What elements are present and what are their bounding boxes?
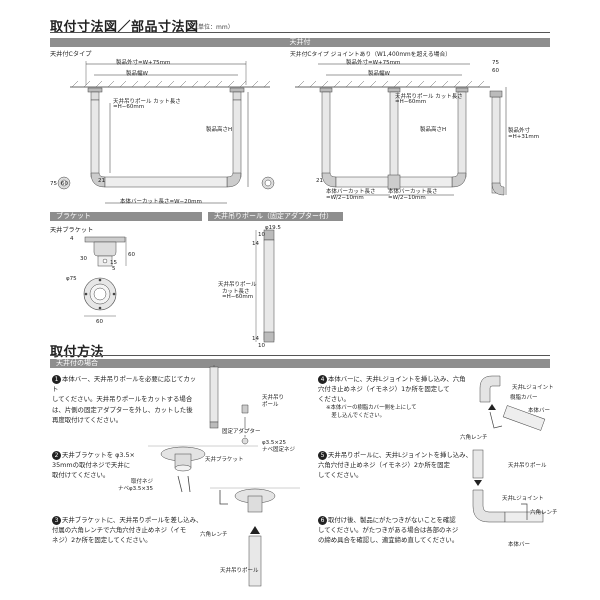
label-joint: 天井Lジョイント: [512, 385, 554, 391]
divider-2: [50, 355, 550, 356]
type-c-height: 製品高さH: [206, 127, 233, 133]
step-4-note: ※本体バーの樹脂カバー側を上にして 差し込んでください。: [326, 405, 417, 419]
type-c-60: 60: [61, 181, 68, 187]
step-2-text: 天井ブラケットを φ3.5× 35mmの取付ネジで天井に 取付けてください。: [52, 451, 135, 480]
pole-label-2: カット長さ: [222, 289, 250, 295]
unit-note: （単位：mm）: [192, 24, 234, 31]
pole-phi: φ19.5: [265, 225, 281, 231]
step-5-num: 5: [318, 450, 327, 460]
step-1-illustration: [209, 365, 249, 445]
step-3-text: 天井ブラケットに、天井吊りポールを差し込み、 付属の六角レンチで六角穴付き止めネ…: [52, 516, 203, 545]
label-bracket: 天井ブラケット: [205, 457, 244, 463]
type-c-75: 75: [50, 181, 57, 187]
pole-label-3: =H−60mm: [222, 294, 254, 300]
type-joint-rod-cut: 天井吊りポール カット長さ: [395, 94, 463, 100]
step-2-num: 2: [52, 450, 61, 460]
type-joint-height: 製品高さH: [420, 127, 447, 133]
label-screw: φ3.5×25 ナベ固定ネジ: [262, 440, 296, 453]
bracket-15: 15: [110, 260, 117, 266]
type-c-drawing: [57, 61, 275, 204]
pole-14b: 14: [252, 336, 259, 342]
section-title-install: 取付方法: [50, 345, 105, 360]
pole-10a: 10: [258, 232, 265, 238]
step-4-illustration: [479, 375, 546, 431]
bracket-band: ブラケット: [50, 212, 202, 221]
bracket-4: 4: [70, 236, 74, 242]
type-joint-outer-h: 製品外寸 =H+31mm: [508, 128, 540, 140]
label-screw2: 取付ネジ ナベφ3.5×35: [118, 479, 153, 492]
type-c-outer: 製品外寸=W+75mm: [116, 60, 171, 66]
type-c-rod-cut: 天井吊りポール カット長さ: [113, 99, 181, 105]
type-joint-outer: 製品外寸=W+75mm: [346, 60, 401, 66]
label-wrench: 六角レンチ: [200, 532, 228, 538]
step-3-illustration: [210, 487, 300, 587]
step-4-num: 4: [318, 374, 327, 384]
label-wrench3: 六角レンチ: [530, 510, 558, 516]
pole-10b: 10: [258, 343, 265, 349]
step-6-num: 6: [318, 515, 327, 525]
type-c-21: 21: [98, 178, 105, 184]
type-c-title: 天井付Cタイプ: [50, 51, 92, 58]
divider: [50, 32, 550, 33]
section-title-dimensions: 取付寸法図／部品寸法図: [50, 20, 199, 35]
bracket-5: 5: [112, 266, 116, 272]
bracket-30: 30: [80, 256, 87, 262]
pole-14a: 14: [252, 241, 259, 247]
install-band: 天井付の場合: [50, 359, 550, 368]
bracket-drawing: [83, 236, 127, 317]
bracket-60b: 60: [96, 319, 103, 325]
label-bar2: 本体バー: [508, 542, 531, 548]
step-6-text: 取付け後、製品にがたつきがないことを確認 してください。がたつきがある場合は各部…: [318, 516, 459, 545]
step-2-illustration: [148, 445, 258, 493]
type-joint-rod-cut-eq: =H−60mm: [395, 99, 427, 105]
label-joint2: 天井Lジョイント: [502, 496, 544, 502]
step-1-num: 1: [52, 374, 61, 384]
type-joint-60: 60: [492, 68, 499, 74]
type-joint-title: 天井付Cタイプ ジョイントあり（W1,400mmを超える場合）: [290, 52, 452, 58]
step-3-num: 3: [52, 515, 61, 525]
type-joint-width: 製品幅W: [368, 71, 390, 77]
ceiling-band: 天井付: [50, 38, 550, 47]
type-joint-drawing: [295, 63, 507, 196]
pole-drawing: [255, 229, 275, 343]
type-c-width: 製品幅W: [126, 71, 148, 77]
label-adapter: 固定アダプター: [222, 429, 261, 435]
label-wrench2: 六角レンチ: [460, 435, 488, 441]
type-c-rod-cut-eq: =H−60mm: [113, 104, 145, 110]
type-joint-bar-cut-2: 本体バーカット長さ =W/2−10mm: [388, 189, 438, 201]
type-joint-75: 75: [492, 60, 499, 66]
type-c-bar-cut: 本体バーカット長さ=W−20mm: [120, 199, 202, 205]
step-4-text: 本体バーに、天井Lジョイントを挿し込み、六角 穴付き止めネジ（イモネジ）1か所を…: [318, 375, 466, 404]
label-bar: 本体バー: [528, 408, 551, 414]
step-5-text: 天井吊りポールに、天井Lジョイントを挿し込み、 六角穴付き止めネジ（イモネジ）2…: [318, 451, 472, 480]
label-resin: 樹脂カバー: [510, 395, 538, 401]
label-pole2: 天井吊りポール: [220, 568, 259, 574]
pole-label-1: 天井吊りポール: [218, 282, 257, 288]
label-pole: 天井吊り ポール: [262, 395, 285, 408]
bracket-title: 天井ブラケット: [50, 227, 94, 234]
step-5-illustration: [472, 449, 544, 523]
bracket-phi75: φ75: [66, 276, 77, 282]
step-1-text: 本体バー、天井吊りポールを必要に応じてカット してください。天井吊りポールをカッ…: [52, 375, 197, 424]
bracket-60a: 60: [128, 252, 135, 258]
type-joint-21: 21: [316, 178, 323, 184]
pole-band: 天井吊りポール（固定アダプター付）: [208, 212, 343, 221]
type-joint-bar-cut-1: 本体バーカット長さ =W/2−10mm: [326, 189, 376, 201]
label-pole3: 天井吊りポール: [508, 463, 547, 469]
